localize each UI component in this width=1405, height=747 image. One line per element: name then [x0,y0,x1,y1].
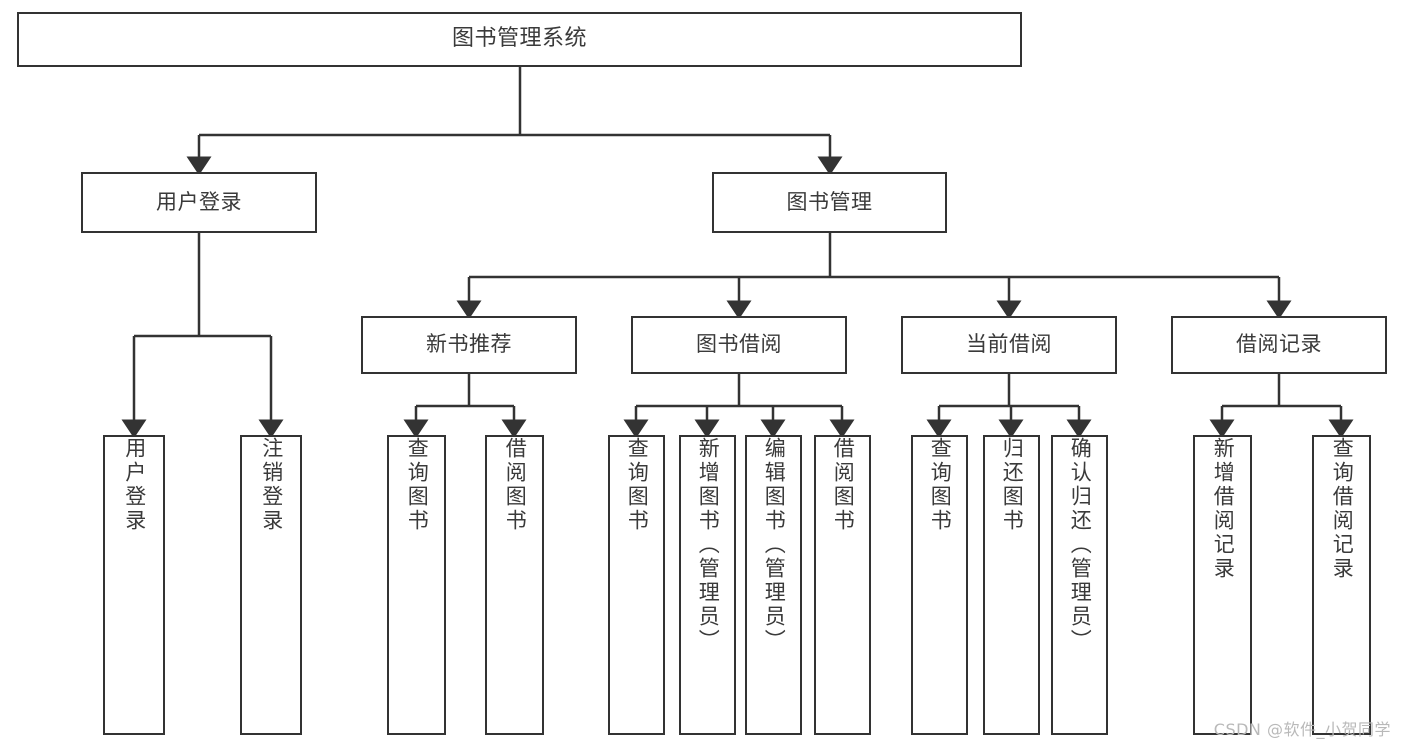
node-book-management[interactable]: 图书管理 [712,172,947,233]
node-leaf-query-book-2-label: 查询图书 [625,437,650,533]
node-leaf-query-book-3-label: 查询图书 [928,437,953,533]
node-user-login[interactable]: 用户登录 [81,172,317,233]
node-leaf-borrow-book-1-label: 借阅图书 [503,437,528,533]
node-leaf-add-borrow-record[interactable]: 新增借阅记录 [1193,435,1252,735]
node-leaf-borrow-book-1[interactable]: 借阅图书 [485,435,544,735]
node-leaf-query-book-3[interactable]: 查询图书 [911,435,968,735]
node-leaf-user-login-label: 用户登录 [122,437,147,533]
node-book-borrow[interactable]: 图书借阅 [631,316,847,374]
node-leaf-add-book-admin-label: 新增图书（管理员） [696,437,721,653]
node-new-book-recommend[interactable]: 新书推荐 [361,316,577,374]
node-borrow-record[interactable]: 借阅记录 [1171,316,1387,374]
node-leaf-user-login[interactable]: 用户登录 [103,435,165,735]
node-leaf-query-book-2[interactable]: 查询图书 [608,435,665,735]
node-leaf-logout[interactable]: 注销登录 [240,435,302,735]
node-new-book-recommend-label: 新书推荐 [426,332,512,357]
node-root-label: 图书管理系统 [451,26,587,52]
node-leaf-return-book[interactable]: 归还图书 [983,435,1040,735]
csdn-watermark: CSDN @软件_小贺同学 [1213,720,1391,739]
node-leaf-edit-book-admin[interactable]: 编辑图书（管理员） [745,435,802,735]
node-leaf-borrow-book-2-label: 借阅图书 [831,437,856,533]
node-book-management-label: 图书管理 [786,189,873,214]
node-leaf-add-book-admin[interactable]: 新增图书（管理员） [679,435,736,735]
node-leaf-query-borrow-record[interactable]: 查询借阅记录 [1312,435,1371,735]
node-leaf-return-book-label: 归还图书 [1000,437,1025,533]
node-root[interactable]: 图书管理系统 [17,12,1022,67]
node-user-login-label: 用户登录 [156,189,242,214]
node-borrow-record-label: 借阅记录 [1236,332,1322,357]
node-current-borrow-label: 当前借阅 [966,332,1052,357]
node-leaf-edit-book-admin-label: 编辑图书（管理员） [762,437,787,653]
node-leaf-logout-label: 注销登录 [259,437,284,533]
node-leaf-confirm-return-admin[interactable]: 确认归还（管理员） [1051,435,1108,735]
node-leaf-query-book-1-label: 查询图书 [405,437,430,533]
node-leaf-query-book-1[interactable]: 查询图书 [387,435,446,735]
node-leaf-add-borrow-record-label: 新增借阅记录 [1211,437,1236,581]
node-current-borrow[interactable]: 当前借阅 [901,316,1117,374]
node-leaf-confirm-return-admin-label: 确认归还（管理员） [1068,437,1093,653]
node-leaf-borrow-book-2[interactable]: 借阅图书 [814,435,871,735]
node-leaf-query-borrow-record-label: 查询借阅记录 [1330,437,1355,581]
node-book-borrow-label: 图书借阅 [696,332,782,357]
